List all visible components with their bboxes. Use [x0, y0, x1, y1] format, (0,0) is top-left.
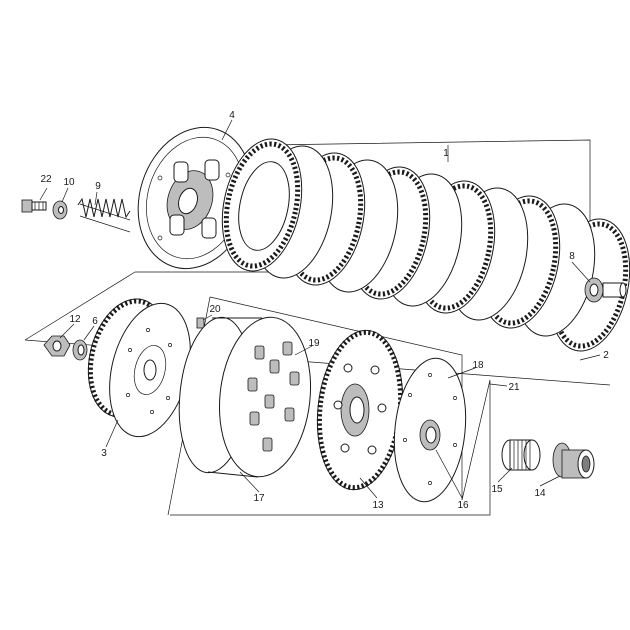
callout-14: 14 [534, 488, 546, 499]
callout-13: 13 [372, 500, 384, 511]
part-3-primary-gear [87, 298, 191, 438]
part-1-clutch-plate-stack [221, 138, 630, 352]
part-20-pin [196, 317, 205, 329]
callout-22: 22 [40, 174, 52, 185]
callout-15: 15 [491, 484, 503, 495]
part-17-clutch-hub [178, 316, 312, 478]
part-12-nut [43, 335, 71, 357]
part-16-bushing [419, 419, 441, 451]
callout-6: 6 [92, 316, 98, 327]
callout-1: 1 [443, 148, 449, 159]
part-13-driven-gear [316, 329, 404, 491]
callout-20: 20 [209, 304, 221, 315]
callout-19: 19 [308, 338, 320, 349]
callout-10: 10 [63, 177, 75, 188]
callout-12: 12 [69, 314, 81, 325]
callout-16: 16 [457, 500, 469, 511]
callout-17: 17 [253, 493, 265, 504]
callout-8: 8 [569, 251, 575, 262]
callout-labels: 1 2 3 4 6 8 9 10 12 13 14 15 16 17 18 19… [40, 110, 609, 511]
leader-lines [39, 119, 601, 499]
part-9-spring [77, 197, 131, 233]
callout-2: 2 [603, 350, 609, 361]
part-8-bearing [584, 277, 627, 303]
part-6-washer [72, 339, 88, 361]
callout-4: 4 [229, 110, 235, 121]
callout-9: 9 [95, 181, 101, 192]
part-10-washer [52, 200, 68, 220]
callout-21: 21 [508, 382, 520, 393]
callout-3: 3 [101, 448, 107, 459]
callout-18: 18 [472, 360, 484, 371]
part-15-needle-bearing [501, 439, 541, 471]
part-22-bolt [21, 199, 47, 213]
part-14-sleeve [552, 442, 595, 479]
